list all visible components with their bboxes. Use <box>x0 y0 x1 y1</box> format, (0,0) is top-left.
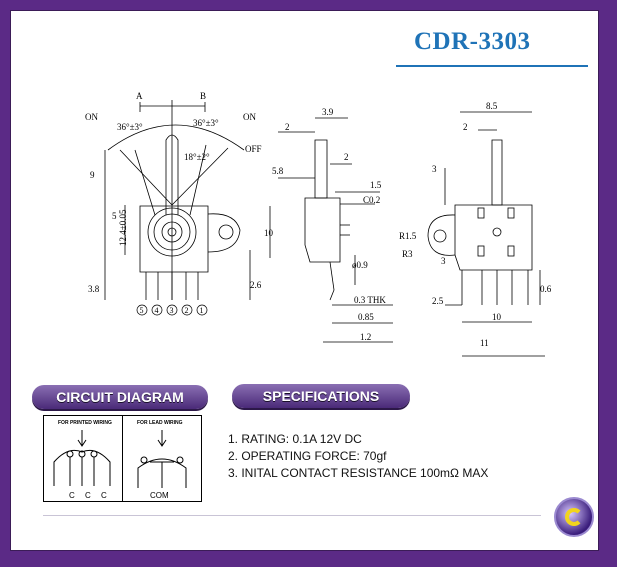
right-shaft <box>491 139 503 206</box>
actuator-lever <box>165 134 179 215</box>
rotary-arc <box>107 124 245 151</box>
dim-10b: 10 <box>492 312 502 322</box>
dim-5-8: 5.8 <box>272 166 284 176</box>
dim-12: 12.4±0.05 <box>118 209 128 246</box>
label-on-left: ON <box>85 112 98 122</box>
right-body <box>454 204 533 271</box>
circuit-diagram-heading: CIRCUIT DIAGRAM <box>32 385 208 409</box>
dim-2b: 2 <box>344 152 349 162</box>
circuit-diagram-box: FOR PRINTED WIRING FOR LEAD WIRING C C C… <box>43 415 202 502</box>
title-underline <box>396 65 588 67</box>
label-angle-b: 36°±3° <box>193 118 219 128</box>
spec-rating: 1. RATING: 0.1A 12V DC <box>228 432 362 446</box>
side-shaft <box>314 139 328 199</box>
dim-3a: 3 <box>432 164 437 174</box>
dim-2a: 2 <box>285 122 290 132</box>
dim-3-9: 3.9 <box>322 107 334 117</box>
com-pin-label: COM <box>150 491 169 500</box>
technical-drawing: ON ON A B 36°±3° 36°±3° OFF 18°±2° 9 5 1… <box>85 91 552 357</box>
product-title: CDR-3303 <box>414 28 531 55</box>
pin-4: 4 <box>155 306 159 315</box>
side-body <box>304 197 341 263</box>
dim-3b: 3 <box>441 256 446 266</box>
label-on-right: ON <box>243 112 256 122</box>
pin-1: 1 <box>200 306 204 315</box>
dim-2-6: 2.6 <box>250 280 262 290</box>
dim-11: 11 <box>480 338 489 348</box>
dim-0-6: 0.6 <box>540 284 552 294</box>
dim-8-5: 8.5 <box>486 101 498 111</box>
label-angle-off: 18°±2° <box>184 152 210 162</box>
dim-c0-2: C0.2 <box>363 195 380 205</box>
label-a: A <box>136 91 143 101</box>
rotor-circle <box>147 207 197 257</box>
dim-1-2: 1.2 <box>360 332 371 342</box>
circuit-symbols <box>53 430 187 488</box>
specifications-list: 1. RATING: 0.1A 12V DC 2. OPERATING FORC… <box>228 431 488 482</box>
label-b: B <box>200 91 206 101</box>
spec-force: 2. OPERATING FORCE: 70gf <box>228 449 387 463</box>
footer-divider <box>43 515 541 516</box>
dim-2d: 2 <box>463 122 468 132</box>
spec-resistance: 3. INITAL CONTACT RESISTANCE 100mΩ MAX <box>228 466 489 480</box>
dim-r3: R3 <box>402 249 413 259</box>
circuit-divider <box>122 416 123 502</box>
printed-wiring-label: FOR PRINTED WIRING <box>58 420 112 426</box>
pin-3: 3 <box>170 306 174 315</box>
dim-9: 9 <box>90 170 95 180</box>
dim-thk: 0.3 THK <box>354 295 386 305</box>
dim-10: 10 <box>264 228 274 238</box>
pin-2: 2 <box>185 306 189 315</box>
datasheet-panel <box>10 10 599 551</box>
dim-3-8: 3.8 <box>88 284 100 294</box>
dim-2-5: 2.5 <box>432 296 444 306</box>
brand-logo-icon <box>554 497 594 537</box>
housing-body <box>139 205 209 273</box>
label-off: OFF <box>245 144 262 154</box>
lead-wiring-label: FOR LEAD WIRING <box>137 420 183 426</box>
dim-0-85: 0.85 <box>358 312 374 322</box>
pin-5: 5 <box>140 306 144 315</box>
dim-r1-5: R1.5 <box>399 231 417 241</box>
printed-pin-labels: C C C <box>69 491 111 500</box>
specifications-heading: SPECIFICATIONS <box>232 384 410 408</box>
dim-1-5: 1.5 <box>370 180 382 190</box>
label-angle-a: 36°±3° <box>117 122 143 132</box>
dim-5: 5 <box>112 211 117 221</box>
dim-phi: ø0.9 <box>352 260 368 270</box>
